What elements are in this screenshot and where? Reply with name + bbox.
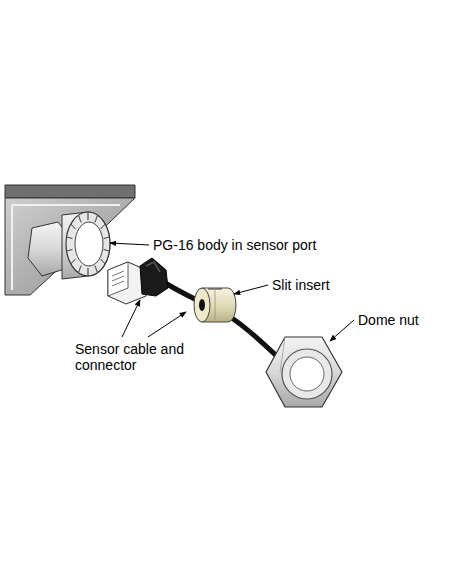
pg16-body <box>62 212 110 279</box>
sensor-housing <box>5 185 135 295</box>
callout-label: Dome nut <box>358 312 419 328</box>
leader-arrows <box>110 243 354 341</box>
dome-nut <box>266 337 342 407</box>
callout-label: PG-16 body in sensor port <box>153 237 316 253</box>
slit-insert <box>194 288 236 322</box>
callout-label: Slit insert <box>272 277 330 293</box>
rj-connector <box>108 258 168 304</box>
callout-label: Sensor cable and connector <box>75 341 197 373</box>
